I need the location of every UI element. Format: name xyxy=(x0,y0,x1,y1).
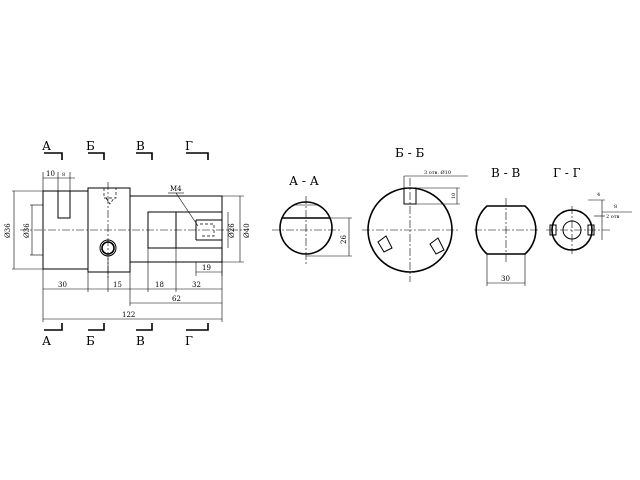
dim-d40: Ø40 xyxy=(243,223,251,238)
dim-122: 122 xyxy=(122,311,135,319)
dim-gg-8: 8 xyxy=(614,204,617,210)
section-b-b: Б - Б 3 отв. Ø10 10 xyxy=(362,146,468,282)
section-mark-bottom-a: А xyxy=(42,334,51,348)
section-g-g: Г - Г 4 8 2 отв xyxy=(546,166,632,254)
section-mark-top-b: Б xyxy=(86,139,95,153)
dim-19: 19 xyxy=(202,264,211,272)
dim-15: 15 xyxy=(113,281,122,289)
section-title-b-b: Б - Б xyxy=(395,146,425,160)
section-mark-bottom-v: В xyxy=(136,334,145,348)
section-mark-bottom-b: Б xyxy=(86,334,95,348)
dim-32: 32 xyxy=(192,281,201,289)
section-mark-top-g: Г xyxy=(185,139,193,153)
dim-d26: Ø26 xyxy=(228,223,236,238)
dim-8: 8 xyxy=(62,172,65,178)
section-mark-bottom-g: Г xyxy=(185,334,193,348)
section-mark-top-v: В xyxy=(136,139,145,153)
cutting-plane-marks-top: А Б В Г xyxy=(42,139,209,160)
dim-10: 10 xyxy=(46,170,55,178)
label-bb-holes: 3 отв. Ø10 xyxy=(424,169,451,176)
dim-gg-4: 4 xyxy=(597,192,600,198)
section-title-v-v: В - В xyxy=(491,166,521,180)
dim-gg-holes: 2 отв xyxy=(606,214,620,220)
section-a-a: А - А 26 xyxy=(272,174,352,264)
label-m4: М4 xyxy=(170,185,182,193)
section-mark-top-a: А xyxy=(42,139,51,153)
dim-18: 18 xyxy=(155,281,164,289)
dim-bb-10: 10 xyxy=(451,193,457,199)
dim-aa-26: 26 xyxy=(340,235,348,244)
main-view xyxy=(20,182,245,278)
dim-d36-outer: Ø36 xyxy=(4,223,12,238)
main-view-dimensions: Ø36 Ø36 10 8 М4 Ø26 Ø40 19 xyxy=(4,170,251,322)
cutting-plane-marks-bottom: А Б В Г xyxy=(42,323,209,348)
section-title-g-g: Г - Г xyxy=(553,166,581,180)
dim-62: 62 xyxy=(172,295,181,303)
dim-d36-inner: Ø36 xyxy=(23,223,31,238)
dim-30: 30 xyxy=(58,281,67,289)
section-title-a-a: А - А xyxy=(289,174,319,188)
section-v-v: В - В 30 xyxy=(474,166,538,286)
dim-vv-30: 30 xyxy=(501,275,510,283)
